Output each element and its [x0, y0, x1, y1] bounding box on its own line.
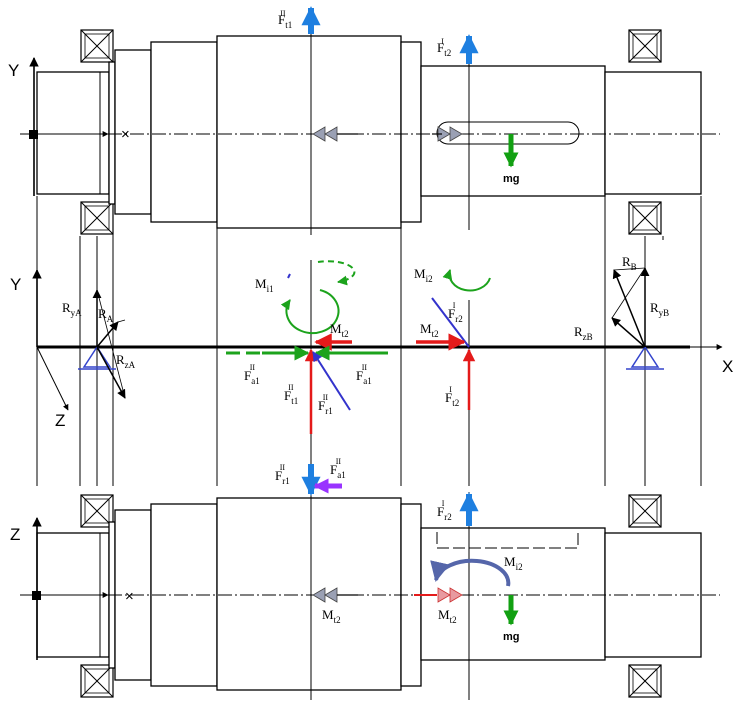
ft1-top-label: Ft1II	[278, 9, 292, 30]
bearing-b-bottom	[628, 201, 662, 235]
shaft-right-end	[604, 71, 702, 195]
mt2-mid-l-label: Mt2	[330, 321, 349, 339]
svg-text:×: ×	[125, 588, 134, 605]
fa1-l-label: Fa1II	[244, 363, 260, 386]
ft2-top-label: Ft2I	[437, 37, 451, 58]
shaft-left-end	[36, 71, 110, 195]
rzb-arrow	[611, 317, 646, 348]
rya-label: RyA	[62, 300, 82, 318]
gear-1	[216, 35, 402, 229]
support-b-icon	[630, 345, 660, 368]
fr1-mid-arrow	[312, 351, 351, 411]
mi1-moment-arrow	[280, 289, 340, 335]
gear2-axial-arrow-bot-icon	[437, 587, 463, 603]
fa1-bot-label: Fa1II	[330, 457, 346, 480]
fa1-r-label: Fa1II	[356, 363, 372, 386]
bottom-shaft-view: Z × Fr1II Fa1II Fr2I Mt2 Mt2 Mi2 mg	[10, 457, 720, 700]
rza-label: RzA	[116, 352, 136, 370]
ft2-mid-label: Ft2I	[445, 385, 459, 408]
mi1-moment-arrow-top	[317, 260, 356, 286]
fr2-bot-label: Fr2I	[437, 499, 452, 522]
bearing-b-top	[628, 29, 662, 63]
rb-arrow	[612, 269, 646, 348]
mg-top-label: mg	[503, 173, 520, 185]
mg-bot-label: mg	[503, 631, 520, 643]
mt2-mid-r-label: Mt2	[420, 321, 439, 339]
rzb-label: RzB	[574, 324, 593, 342]
fr1-bot-label: Fr1II	[275, 463, 290, 486]
mid-z-label: Z	[55, 411, 65, 430]
gear-1-2	[216, 497, 402, 691]
fr1-mid-label: Fr1II	[318, 393, 333, 416]
bot-z-label: Z	[10, 525, 20, 544]
ryb-label: RyB	[650, 300, 669, 318]
mt2-bot-r-label: Mt2	[438, 607, 457, 625]
mi1-label: Mi1	[255, 276, 274, 294]
ra-label: RA	[98, 306, 114, 324]
keyway	[436, 121, 580, 145]
bearing-b-bottom-2	[628, 664, 662, 698]
bearing-b-top-2	[628, 494, 662, 528]
top-shaft-view: Y × Ft1II Ft2I mg	[8, 6, 720, 240]
ra-arrow	[96, 321, 119, 348]
bearing-a-top-2	[80, 494, 114, 528]
top-y-label: Y	[8, 61, 19, 80]
mt2-bot-l-label: Mt2	[322, 607, 341, 625]
fr2-mid-label: Fr2I	[448, 301, 463, 324]
ft1-mid-label: Ft1II	[284, 383, 298, 406]
support-a-icon	[82, 345, 112, 368]
gear-hub-left	[150, 41, 218, 223]
free-body-diagram: X Y Z RyA RA RzA RB RyB RzB Mi1	[10, 196, 733, 486]
mi2-moment-arrow	[442, 269, 491, 292]
bearing-a-bottom-2	[80, 664, 114, 698]
bearing-a-top	[80, 29, 114, 63]
mi2-bot-label: Mi2	[504, 554, 523, 572]
svg-text:×: ×	[121, 126, 130, 143]
rb-label: RB	[622, 254, 637, 272]
mid-y-label: Y	[10, 275, 21, 294]
mid-x-label: X	[722, 357, 733, 376]
rza-arrow	[96, 346, 126, 399]
mid-z-axis	[36, 346, 69, 411]
bearing-a-bottom	[80, 201, 114, 235]
mi2-bot-moment-arrow	[430, 558, 511, 587]
mi2-mid-label: Mi2	[414, 266, 433, 284]
